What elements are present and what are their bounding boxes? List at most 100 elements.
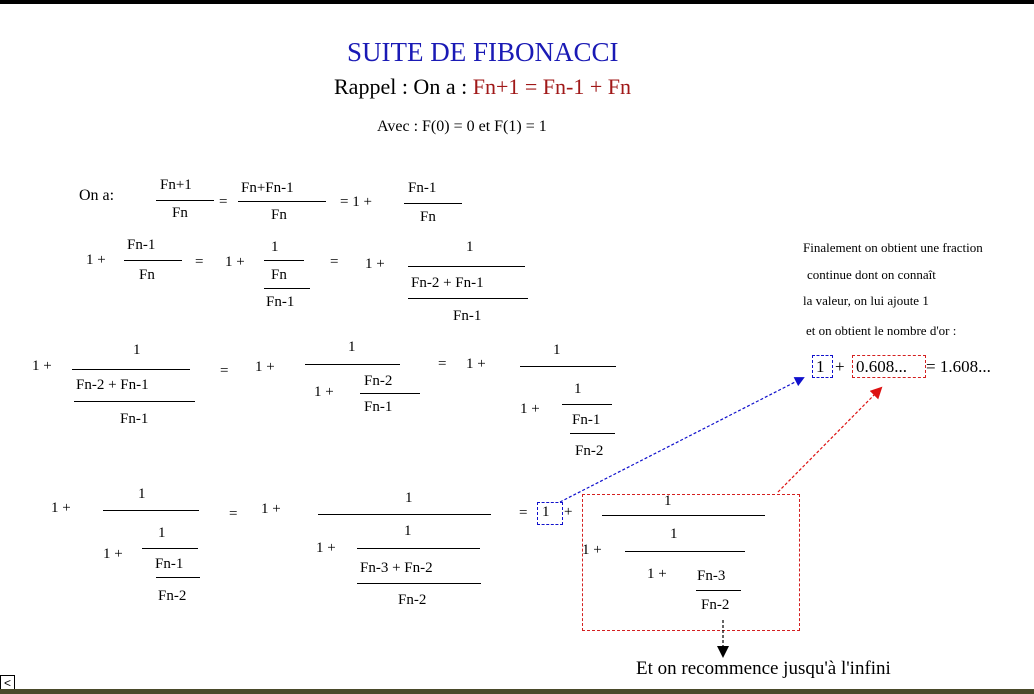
r3-one-plus: 1 + xyxy=(520,401,540,417)
r4-sub-sum32: Fn-3 + Fn-2 xyxy=(360,560,433,576)
r4-eq: = xyxy=(229,506,238,522)
r4-eq: = xyxy=(519,505,528,521)
result-plus: + xyxy=(835,357,845,376)
r2-fraction-bar xyxy=(264,288,310,289)
top-border xyxy=(0,0,1034,4)
r3-sub-sum21: Fn-2 + Fn-1 xyxy=(76,377,149,393)
r1-den-fn: Fn xyxy=(271,207,287,223)
r3-num-one: 1 xyxy=(553,342,561,358)
rappel-formula: Fn+1 = Fn-1 + Fn xyxy=(472,74,631,99)
r4-boxed-one: 1 xyxy=(542,504,550,520)
r3-fraction-bar xyxy=(562,404,612,405)
r1-den-fn: Fn xyxy=(172,205,188,221)
r4-one-plus: 1 + xyxy=(316,540,336,556)
box-one-plus: 1 + xyxy=(647,566,667,582)
r1-fraction-bar xyxy=(238,201,326,202)
result-blue-box xyxy=(812,355,833,378)
r4-num-one: 1 xyxy=(138,486,146,502)
r1-eq-1: = xyxy=(219,194,228,210)
r2-fraction-bar xyxy=(408,266,525,267)
r3-eq: = xyxy=(220,363,229,379)
r2-sub-sum21: Fn-2 + Fn-1 xyxy=(411,275,484,291)
r4-one-plus: 1 + xyxy=(261,501,281,517)
box-sub-fnm2: Fn-2 xyxy=(701,597,730,613)
note-line: la valeur, on lui ajoute 1 xyxy=(803,293,929,308)
r4-fraction-bar xyxy=(357,548,480,549)
footer-text: Et on recommence jusqu'à l'infini xyxy=(636,658,891,679)
r4-one-plus: 1 + xyxy=(51,500,71,516)
r2-num-one: 1 xyxy=(466,239,474,255)
r3-sub-fnm1: Fn-1 xyxy=(572,412,601,428)
r2-fraction-bar xyxy=(408,298,528,299)
red-arrow xyxy=(777,386,883,493)
r4-fraction-bar xyxy=(357,583,481,584)
r2-one-plus: 1 + xyxy=(86,252,106,268)
r1-num-fn1: Fn+1 xyxy=(160,177,192,193)
r4-num-one: 1 xyxy=(405,490,413,506)
red-box-fraction xyxy=(582,494,800,631)
r2-sub-fn: Fn xyxy=(271,267,287,283)
r3-sub-fnm1: Fn-1 xyxy=(364,399,393,415)
r3-fraction-bar xyxy=(305,364,400,365)
r2-den-fnm1: Fn-1 xyxy=(453,308,482,324)
on-a-label: On a: xyxy=(79,187,115,204)
r2-num-one: 1 xyxy=(271,239,279,255)
result-one: 1 xyxy=(816,357,825,376)
box-one-plus: 1 + xyxy=(582,542,602,558)
r2-eq: = xyxy=(330,254,339,270)
note-line: Finalement on obtient une fraction xyxy=(803,240,983,255)
r3-one-plus: 1 + xyxy=(466,356,486,372)
r4-num-one: 1 xyxy=(404,523,412,539)
r2-one-plus: 1 + xyxy=(365,256,385,272)
r4-fraction-bar xyxy=(142,548,198,549)
blue-box-one xyxy=(537,502,563,525)
r2-sub-fnm1: Fn-1 xyxy=(266,294,295,310)
bottom-border xyxy=(0,689,1034,694)
r4-num-one: 1 xyxy=(158,525,166,541)
r4-plus: + xyxy=(564,504,573,520)
r1-fraction-bar xyxy=(404,203,462,204)
r2-fraction-bar xyxy=(124,260,182,261)
blue-arrow xyxy=(559,377,805,503)
r3-fraction-bar xyxy=(360,393,420,394)
r2-den-fn: Fn xyxy=(139,267,155,283)
r3-fraction-bar xyxy=(74,401,195,402)
r3-fraction-bar xyxy=(570,433,615,434)
r3-sub-fnm2: Fn-2 xyxy=(364,373,393,389)
r3-eq: = xyxy=(438,356,447,372)
r2-eq: = xyxy=(195,254,204,270)
result-red-box xyxy=(852,355,926,378)
r2-fraction-bar xyxy=(264,260,304,261)
box-num-one: 1 xyxy=(664,493,672,509)
initial-conditions: Avec : F(0) = 0 et F(1) = 1 xyxy=(377,118,547,135)
r3-num-one: 1 xyxy=(574,381,582,397)
note-line: continue dont on connaît xyxy=(807,267,936,282)
r4-sub-fnm2: Fn-2 xyxy=(158,588,187,604)
r3-num-one: 1 xyxy=(348,339,356,355)
r3-one-plus: 1 + xyxy=(255,359,275,375)
r4-one-plus: 1 + xyxy=(103,546,123,562)
rappel-prefix: Rappel : On a : xyxy=(334,74,468,99)
box-fraction-bar xyxy=(625,551,745,552)
box-sub-fnm3: Fn-3 xyxy=(697,568,726,584)
r3-den-fnm1: Fn-1 xyxy=(120,411,149,427)
r4-den-fnm2: Fn-2 xyxy=(398,592,427,608)
r1-eq-one-plus: = 1 + xyxy=(340,194,372,210)
r3-num-one: 1 xyxy=(133,342,141,358)
r4-fraction-bar xyxy=(156,577,200,578)
result-value: 0.608... xyxy=(856,357,907,376)
r4-fraction-bar xyxy=(318,514,491,515)
r1-den-fn: Fn xyxy=(420,209,436,225)
corner-nav-button[interactable]: < xyxy=(0,675,15,691)
r1-num-fnfn1: Fn+Fn-1 xyxy=(241,180,294,196)
box-fraction-bar xyxy=(602,515,765,516)
r3-one-plus: 1 + xyxy=(314,384,334,400)
r3-sub-fnm2: Fn-2 xyxy=(575,443,604,459)
r2-num-fnm1: Fn-1 xyxy=(127,237,156,253)
r2-one-plus: 1 + xyxy=(225,254,245,270)
r4-sub-fnm1: Fn-1 xyxy=(155,556,184,572)
r4-fraction-bar xyxy=(103,510,199,511)
r1-fraction-bar xyxy=(156,200,214,201)
r3-one-plus: 1 + xyxy=(32,358,52,374)
